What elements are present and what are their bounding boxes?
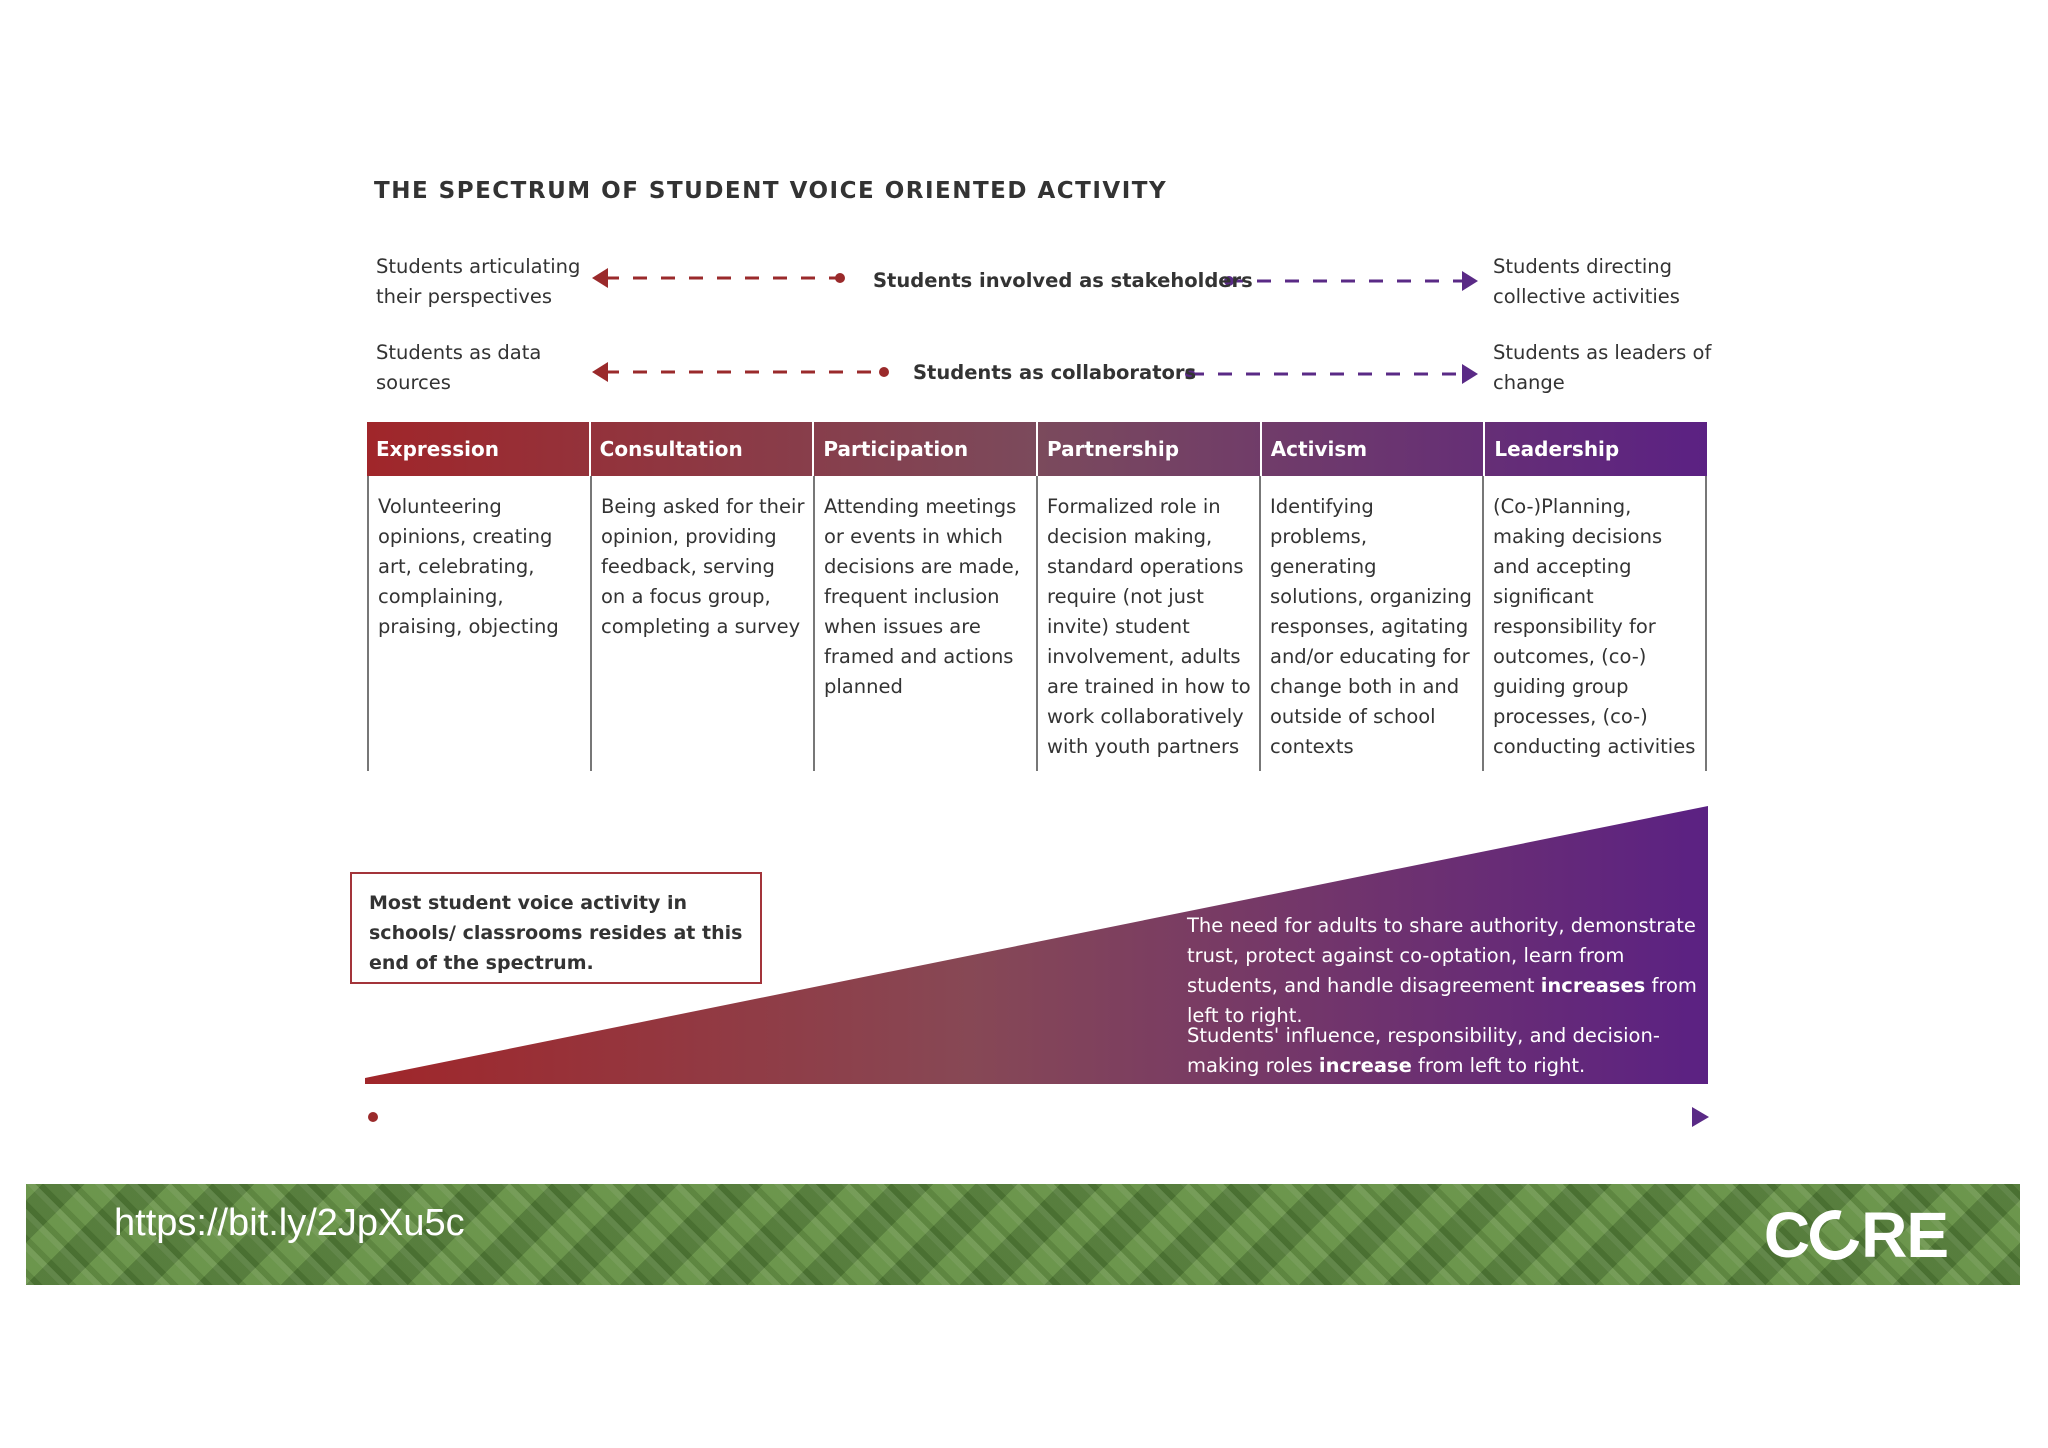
bottom-spectrum-arrow	[368, 1107, 1709, 1127]
row2-left-label: Students as data sources	[376, 341, 542, 394]
body-partnership: Formalized role in decision making, stan…	[1036, 476, 1259, 771]
wedge-text-authority-post: from left to right.	[1187, 974, 1697, 1027]
header-expression: Expression	[367, 422, 591, 476]
wedge-text-authority-bold: increases	[1540, 974, 1646, 997]
diagram-title: THE SPECTRUM OF STUDENT VOICE ORIENTED A…	[374, 178, 1168, 204]
row2-left-arrow	[592, 362, 889, 382]
header-leadership: Leadership	[1494, 437, 1620, 461]
wedge-triangle	[365, 806, 1708, 1084]
row1-center-label: Students involved as stakeholders	[873, 269, 1253, 292]
wedge-text-authority: The need for adults to share authority, …	[1187, 911, 1702, 1031]
body-leadership: (Co-)Planning, making decisions and acce…	[1482, 476, 1707, 771]
logo-letter-c: C	[1763, 1199, 1810, 1271]
row1-left-arrow	[592, 268, 845, 288]
spectrum-header-row: Expression Consultation Participation Pa…	[367, 422, 1707, 476]
body-consultation: Being asked for their opinion, providing…	[590, 476, 813, 771]
row2-center-label: Students as collaborators	[913, 361, 1197, 384]
wedge-text-influence: Students' influence, responsibility, and…	[1187, 1021, 1702, 1081]
logo-letters-re: RE	[1861, 1199, 1949, 1271]
body-expression: Volunteering opinions, creating art, cel…	[367, 476, 590, 771]
note-box: Most student voice activity in schools/ …	[350, 872, 762, 984]
header-participation: Participation	[814, 422, 1039, 476]
wedge-text-influence-post: from left to right.	[1411, 1054, 1586, 1077]
source-link[interactable]: https://bit.ly/2JpXu5c	[114, 1202, 465, 1244]
header-activism: Activism	[1262, 422, 1486, 476]
row2-right-arrow	[1185, 364, 1478, 384]
header-consultation: Consultation	[591, 422, 815, 476]
row1-right-label: Students directing collective activities	[1493, 255, 1680, 308]
wedge-text-influence-pre: Students' influence, responsibility, and…	[1187, 1024, 1660, 1077]
body-activism: Identifying problems, generating solutio…	[1259, 476, 1482, 771]
body-participation: Attending meetings or events in which de…	[813, 476, 1036, 771]
logo-o-icon	[1800, 1200, 1870, 1270]
row2-right-label: Students as leaders of change	[1493, 341, 1712, 394]
header-partnership: Partnership	[1038, 422, 1262, 476]
footer-banner: https://bit.ly/2JpXu5c C RE	[26, 1184, 2020, 1285]
core-logo: C RE	[1763, 1198, 1949, 1272]
row1-right-arrow	[1224, 271, 1478, 291]
row1-left-label: Students articulating their perspectives	[376, 255, 581, 308]
wedge-text-authority-pre: The need for adults to share authority, …	[1187, 914, 1696, 997]
spectrum-body-row: Volunteering opinions, creating art, cel…	[367, 476, 1707, 771]
wedge-text-influence-bold: increase	[1318, 1054, 1412, 1077]
